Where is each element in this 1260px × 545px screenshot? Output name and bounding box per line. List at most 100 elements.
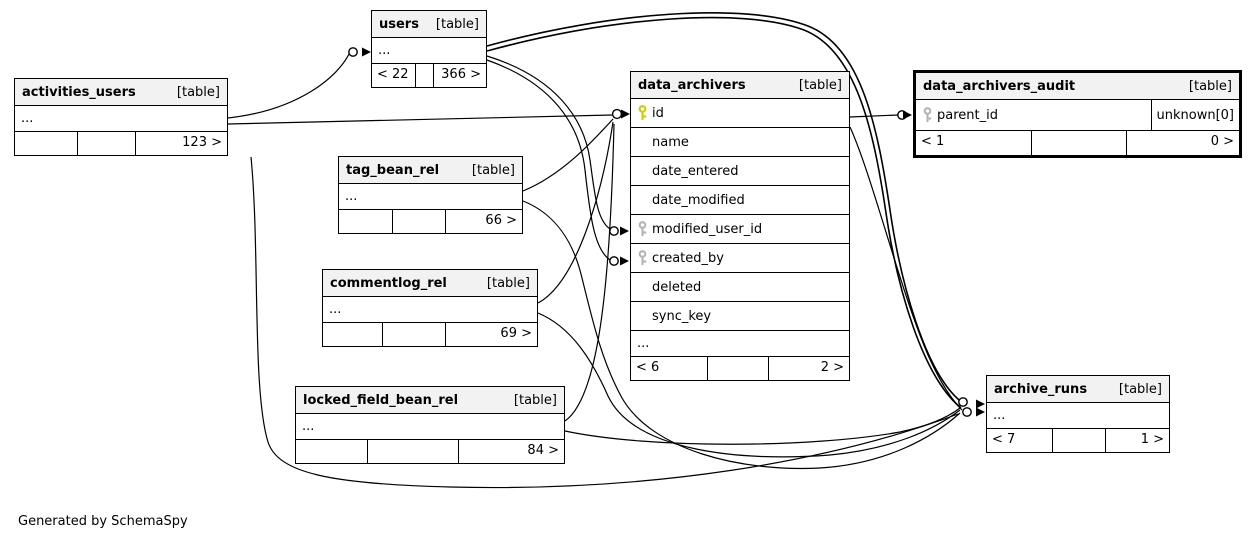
generated-by-note: Generated by SchemaSpy bbox=[18, 514, 188, 529]
relationship-line bbox=[227, 114, 613, 125]
table-users[interactable]: users [table] ... < 22 366 > bbox=[371, 10, 487, 88]
column-label: modified_user_id bbox=[652, 221, 763, 237]
one-to-many-marker-audit-parent-id bbox=[897, 110, 912, 120]
footer-left-count: < 22 bbox=[372, 64, 416, 87]
foreign-key-icon bbox=[637, 221, 652, 237]
column-row-parent-id[interactable]: parent_id unknown[0] bbox=[916, 100, 1239, 131]
footer-right-count: 84 > bbox=[527, 443, 559, 458]
table-tag: [table] bbox=[435, 16, 479, 32]
table-footer: < 7 1 > bbox=[987, 428, 1169, 452]
column-row-name[interactable]: name bbox=[631, 128, 849, 157]
table-archive-runs[interactable]: archive_runs [table] ... < 7 1 > bbox=[986, 375, 1170, 453]
relationship-line bbox=[564, 407, 961, 445]
table-header[interactable]: users [table] bbox=[372, 11, 486, 38]
column-row-modified-user-id[interactable]: modified_user_id bbox=[631, 215, 849, 244]
column-row-date-modified[interactable]: date_modified bbox=[631, 186, 849, 215]
footer-left-count: < 7 bbox=[987, 429, 1053, 452]
table-name: data_archivers_audit bbox=[923, 78, 1076, 94]
footer-right-count: 123 > bbox=[182, 135, 222, 150]
column-row-deleted[interactable]: deleted bbox=[631, 273, 849, 302]
table-tag-bean-rel[interactable]: tag_bean_rel [table] ... 66 > bbox=[338, 156, 523, 234]
table-header[interactable]: activities_users [table] bbox=[15, 79, 227, 106]
table-activities-users[interactable]: activities_users [table] ... 123 > bbox=[14, 78, 228, 156]
table-header[interactable]: archive_runs [table] bbox=[987, 376, 1169, 403]
column-row-date-entered[interactable]: date_entered bbox=[631, 157, 849, 186]
collapsed-columns-row: ... bbox=[378, 43, 391, 58]
column-label: date_modified bbox=[652, 192, 745, 208]
table-footer: < 22 366 > bbox=[372, 63, 486, 87]
relationship-line bbox=[486, 59, 611, 261]
table-data-archivers[interactable]: data_archivers [table] id name date_ente… bbox=[630, 71, 850, 381]
table-name: users bbox=[379, 16, 419, 32]
footer-spacer bbox=[1053, 429, 1106, 452]
column-label: created_by bbox=[652, 250, 724, 266]
table-data-archivers-audit[interactable]: data_archivers_audit [table] parent_id u… bbox=[913, 70, 1242, 158]
foreign-key-icon bbox=[637, 250, 652, 266]
column-label: name bbox=[652, 134, 689, 150]
footer-right-count: 66 > bbox=[485, 213, 517, 228]
footer-left-count: < 1 bbox=[916, 131, 1032, 155]
table-header[interactable]: data_archivers_audit [table] bbox=[916, 73, 1239, 100]
footer-left-count bbox=[339, 210, 393, 233]
relationship-line bbox=[522, 200, 961, 470]
column-row-created-by[interactable]: created_by bbox=[631, 244, 849, 273]
table-footer: < 6 2 > bbox=[631, 356, 849, 380]
footer-spacer bbox=[78, 132, 136, 155]
relationship-line bbox=[250, 156, 959, 489]
footer-right-count: 2 > bbox=[820, 360, 844, 375]
table-header[interactable]: tag_bean_rel [table] bbox=[339, 157, 522, 184]
table-tag: [table] bbox=[486, 275, 530, 291]
table-footer: 69 > bbox=[323, 322, 537, 346]
table-name: locked_field_bean_rel bbox=[303, 392, 459, 408]
relationship-line bbox=[537, 312, 961, 458]
footer-right-count: 366 > bbox=[441, 67, 481, 82]
table-header[interactable]: data_archivers [table] bbox=[631, 72, 849, 99]
column-label: parent_id bbox=[937, 107, 998, 123]
collapsed-columns-row: ... bbox=[345, 189, 358, 204]
relationship-line bbox=[849, 126, 963, 411]
table-commentlog-rel[interactable]: commentlog_rel [table] ... 69 > bbox=[322, 269, 538, 347]
table-name: commentlog_rel bbox=[330, 275, 447, 291]
footer-spacer bbox=[416, 64, 434, 87]
column-row-id[interactable]: id bbox=[631, 99, 849, 128]
column-row-sync-key[interactable]: sync_key bbox=[631, 302, 849, 331]
footer-right-count: 0 > bbox=[1210, 134, 1234, 149]
table-header[interactable]: locked_field_bean_rel [table] bbox=[296, 387, 564, 414]
collapsed-columns-row: ... bbox=[302, 419, 315, 434]
table-tag: [table] bbox=[1118, 381, 1162, 397]
table-footer: < 1 0 > bbox=[916, 131, 1239, 155]
relationship-line bbox=[849, 114, 899, 118]
table-locked-field-bean-rel[interactable]: locked_field_bean_rel [table] ... 84 > bbox=[295, 386, 565, 464]
relationship-line bbox=[486, 12, 960, 401]
table-header[interactable]: commentlog_rel [table] bbox=[323, 270, 537, 297]
footer-left-count bbox=[296, 440, 368, 463]
table-tag: [table] bbox=[176, 84, 220, 100]
one-to-many-marker-modified-user-id bbox=[609, 226, 629, 236]
relationship-line bbox=[227, 53, 350, 119]
footer-right-count: 69 > bbox=[500, 326, 532, 341]
footer-left-count bbox=[323, 323, 383, 346]
table-footer: 123 > bbox=[15, 131, 227, 155]
primary-key-icon bbox=[637, 105, 652, 121]
footer-right-count: 1 > bbox=[1140, 432, 1164, 447]
one-to-many-marker-created-by bbox=[609, 256, 629, 266]
foreign-key-icon bbox=[922, 107, 937, 123]
table-name: activities_users bbox=[22, 84, 136, 100]
footer-spacer bbox=[708, 357, 769, 380]
footer-spacer bbox=[393, 210, 446, 233]
table-footer: 84 > bbox=[296, 439, 564, 463]
footer-spacer bbox=[383, 323, 446, 346]
relationship-line bbox=[486, 55, 611, 230]
column-label: deleted bbox=[652, 279, 702, 295]
collapsed-columns-row: ... bbox=[993, 408, 1006, 423]
one-to-many-marker-archive-runs-a bbox=[958, 397, 985, 409]
table-tag: [table] bbox=[471, 162, 515, 178]
table-tag: [table] bbox=[513, 392, 557, 408]
table-name: tag_bean_rel bbox=[346, 162, 440, 178]
column-label: id bbox=[652, 105, 664, 121]
table-footer: 66 > bbox=[339, 209, 522, 233]
footer-spacer bbox=[368, 440, 459, 463]
column-label: sync_key bbox=[652, 308, 712, 324]
